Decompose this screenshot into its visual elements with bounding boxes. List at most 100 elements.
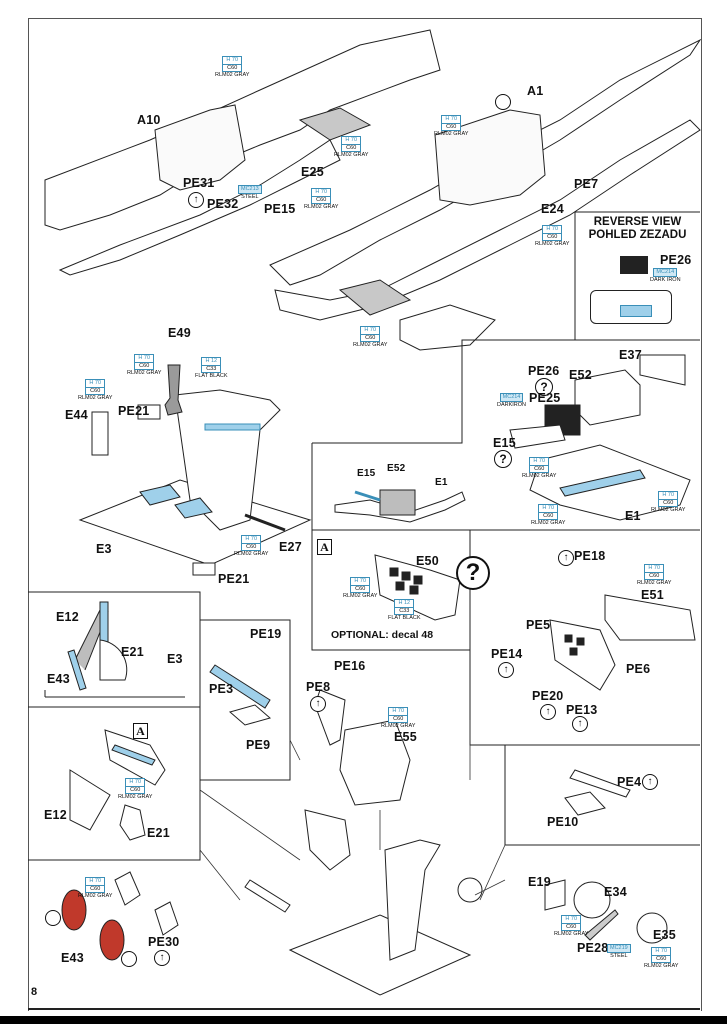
page-frame xyxy=(28,18,702,1011)
part-label-pe21-top: PE21 xyxy=(118,404,150,418)
part-label-pe15: PE15 xyxy=(264,202,296,216)
e12-part xyxy=(69,769,111,831)
seat-floor-highlight-1 xyxy=(139,484,181,506)
e50-instruments xyxy=(389,567,423,595)
decal-circle-pedal-right xyxy=(121,951,137,967)
anneal-icon-pe13: ↑ xyxy=(572,716,588,732)
part-label-pe32: PE32 xyxy=(207,197,239,211)
part-label-pe20: PE20 xyxy=(532,689,564,703)
part-label-e44: E44 xyxy=(65,408,88,422)
part-label-pe28: PE28 xyxy=(577,941,609,955)
part-label-pe26: PE26 xyxy=(528,364,560,378)
part-label-pe14: PE14 xyxy=(491,647,523,661)
part-label-e25: E25 xyxy=(301,165,324,179)
bar-e37 xyxy=(639,354,686,386)
leader-lines xyxy=(199,720,506,901)
grille-pe26-reverse xyxy=(620,256,648,274)
panel-divider-7 xyxy=(504,745,700,846)
final-pedal-assembly xyxy=(244,879,291,913)
part-label-pe13: PE13 xyxy=(566,703,598,717)
anneal-icon-pe8: ↑ xyxy=(310,696,326,712)
part-label-e35: E35 xyxy=(653,928,676,942)
part-label-pe31: PE31 xyxy=(183,176,215,190)
plate-pe9 xyxy=(228,704,272,726)
anneal-icon-pe20: ↑ xyxy=(540,704,556,720)
part-label-pe5: PE5 xyxy=(526,618,551,632)
part-label-pe25: PE25 xyxy=(529,391,561,405)
trim-wheel-e44 xyxy=(91,411,109,456)
part-label-e12: E12 xyxy=(44,808,67,822)
part-label-pe8: PE8 xyxy=(306,680,331,694)
fuselage-right-lower xyxy=(274,119,701,321)
part-label-pe9: PE9 xyxy=(246,738,271,752)
part-label-e3: E3 xyxy=(96,542,112,556)
part-label-pe10: PE10 xyxy=(547,815,579,829)
part-label-pe7: PE7 xyxy=(574,177,599,191)
e43-side xyxy=(67,649,87,691)
seat-highlight-bar xyxy=(204,423,261,431)
wheel-e34 xyxy=(573,881,611,919)
page-number: 8 xyxy=(31,986,38,998)
control-stick-e49 xyxy=(164,364,183,416)
pe5-instruments xyxy=(564,634,585,656)
part-label-pe30: PE30 xyxy=(148,935,180,949)
shaft-pe28 xyxy=(584,909,619,941)
wheel-e35 xyxy=(636,912,668,944)
rod-e27 xyxy=(244,513,286,532)
e12-side-highlight xyxy=(99,601,109,643)
anneal-icon-pe31: ↑ xyxy=(188,192,204,208)
tub-e1-highlight xyxy=(559,469,646,497)
part-label-a10: A10 xyxy=(137,113,161,127)
part-label-e51: E51 xyxy=(641,588,664,602)
part-label-e50: E50 xyxy=(416,554,439,568)
part-label-e15: E15 xyxy=(493,436,516,450)
pedal-e43-left xyxy=(61,889,87,931)
part-label-e19: E19 xyxy=(528,875,551,889)
bracket-e19 xyxy=(544,879,566,911)
page-bottom-bar xyxy=(0,1016,727,1024)
e21-side xyxy=(99,639,128,681)
final-headrest xyxy=(304,809,351,871)
part-label-pe4: PE4 xyxy=(617,775,642,789)
plate-e15 xyxy=(509,424,566,449)
seat-floor-highlight-2 xyxy=(174,497,213,519)
part-label-e43: E43 xyxy=(61,951,84,965)
part-label-e34: E34 xyxy=(604,885,627,899)
part-label-e43-side: E43 xyxy=(47,672,70,686)
part-label-a1: A1 xyxy=(527,84,544,98)
panel-pe5 xyxy=(549,619,616,691)
anneal-icon-pe30: ↑ xyxy=(154,950,170,966)
part-label-e27: E27 xyxy=(279,540,302,554)
anneal-icon-pe4: ↑ xyxy=(642,774,658,790)
cockpit-wall-right xyxy=(434,109,546,206)
pe21-plate-bottom xyxy=(192,562,216,576)
side-view-e52 xyxy=(379,489,416,516)
tub-reverse-highlight xyxy=(620,305,652,317)
side-label-e52: E52 xyxy=(387,463,406,474)
cockpit-floor-lower xyxy=(338,279,412,316)
cockpit-wall-left xyxy=(154,104,246,191)
part-label-e21: E21 xyxy=(147,826,170,840)
decal-circle-a1 xyxy=(495,94,511,110)
question-icon-e15: ? xyxy=(494,450,512,468)
floor-side xyxy=(44,690,185,698)
